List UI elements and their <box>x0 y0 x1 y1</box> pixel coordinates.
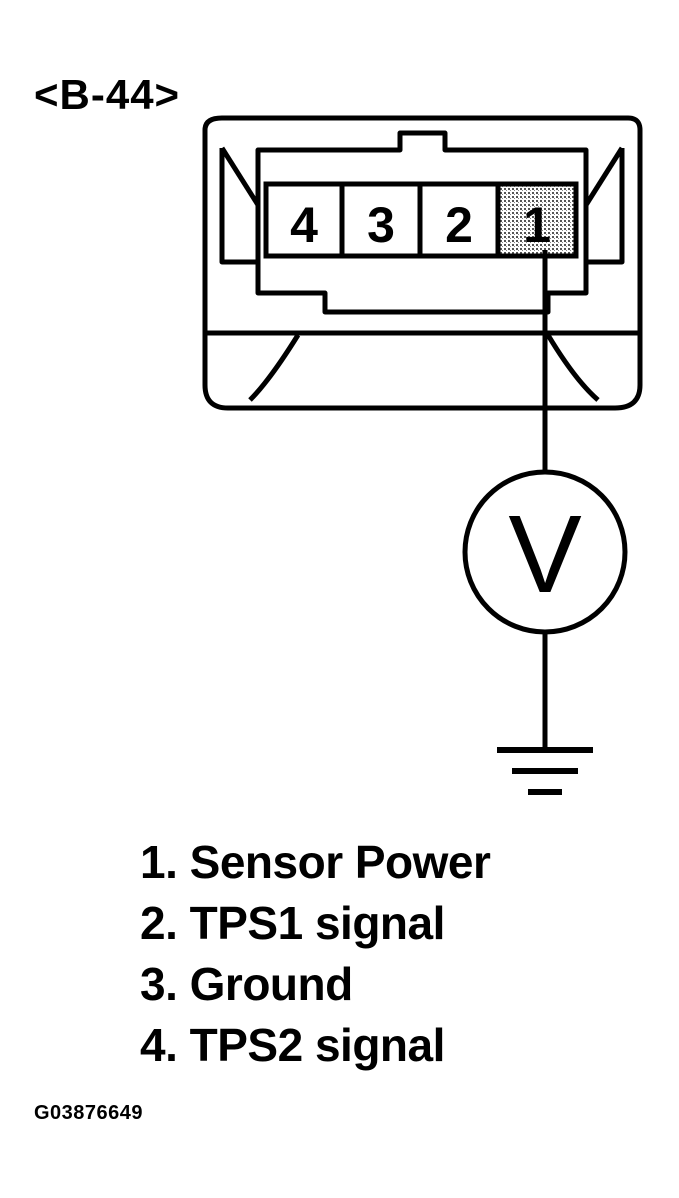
voltmeter-icon: V <box>462 469 628 635</box>
pin-number-3: 3 <box>367 197 395 253</box>
pin-cavity-4 <box>263 181 345 259</box>
pin-function-legend: 1. Sensor Power 2. TPS1 signal 3. Ground… <box>140 832 491 1076</box>
pin-number-2: 2 <box>445 197 473 253</box>
legend-item-pin-1: 1. Sensor Power <box>140 836 491 888</box>
legend-item-pin-2: 2. TPS1 signal <box>140 897 445 949</box>
legend-item-pin-3: 3. Ground <box>140 958 353 1010</box>
figure-id: G03876649 <box>34 1102 144 1124</box>
ground-symbol-icon <box>497 747 593 795</box>
pin-cavity-1-highlighted <box>495 181 579 259</box>
connector-id-label: <B-44> <box>34 71 181 118</box>
pin-number-4: 4 <box>290 197 318 253</box>
pin-cavity-3 <box>339 181 423 259</box>
legend-item-pin-4: 4. TPS2 signal <box>140 1019 445 1071</box>
pin-cavity-row: 4 3 2 1 <box>263 181 579 259</box>
connector-housing <box>202 115 643 411</box>
voltmeter-symbol: V <box>508 493 581 616</box>
pin-number-1: 1 <box>523 197 551 253</box>
